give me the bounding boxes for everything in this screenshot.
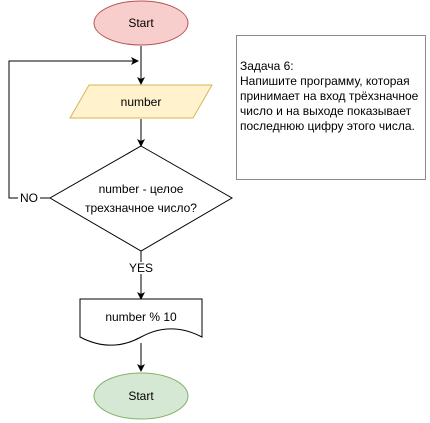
decision-node[interactable] xyxy=(48,145,234,252)
start-label: Start xyxy=(128,16,154,30)
yes-label: YES xyxy=(129,261,153,275)
decision-label-line2: трехзначное число? xyxy=(85,201,197,215)
input-node[interactable] xyxy=(69,84,213,119)
output-node[interactable] xyxy=(79,298,203,346)
no-label: NO xyxy=(20,191,38,205)
decision-label-line1: number - целое xyxy=(99,182,184,196)
connector-no-loop-back xyxy=(8,57,139,199)
end-node[interactable] xyxy=(93,372,189,420)
end-label: Start xyxy=(128,389,154,403)
input-label: number xyxy=(121,95,162,109)
task-description-box: Задача 6: Напишите программу, которая пр… xyxy=(236,35,426,180)
start-node[interactable] xyxy=(93,0,189,46)
task-description-text: Задача 6: Напишите программу, которая пр… xyxy=(240,59,419,133)
output-label: number % 10 xyxy=(105,310,177,324)
